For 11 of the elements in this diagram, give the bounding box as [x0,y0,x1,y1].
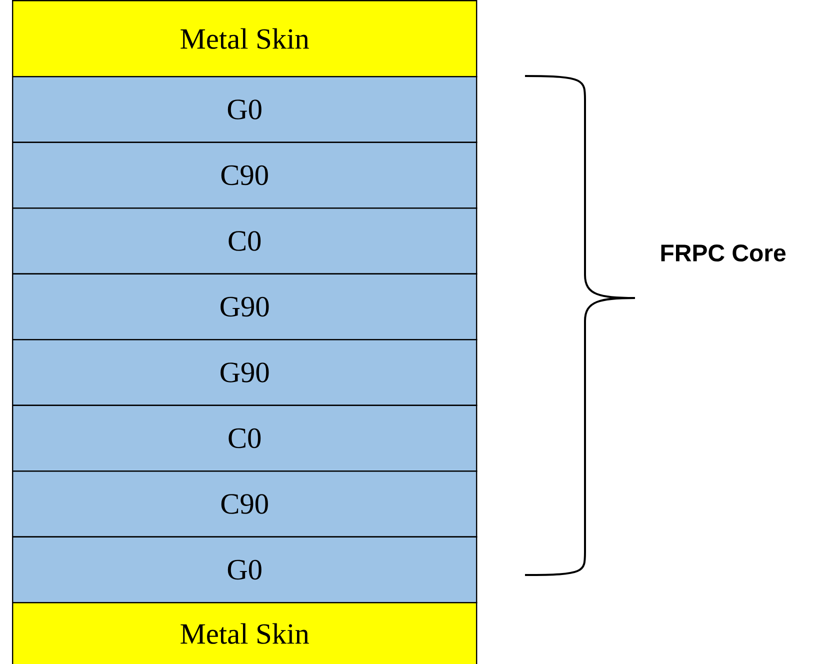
ply-layer: G0 [12,536,478,604]
metal-skin-layer: Metal Skin [12,602,478,664]
ply-layer: C0 [12,208,478,274]
ply-layer: C90 [12,142,478,209]
ply-layer: C90 [12,470,478,538]
ply-layer: G90 [12,339,478,406]
metal-skin-layer: Metal Skin [12,0,478,78]
ply-layer: C0 [12,404,478,472]
ply-layer: G90 [12,273,478,340]
brace-label: FRPC Core [661,244,786,262]
ply-layer: G0 [12,76,478,143]
